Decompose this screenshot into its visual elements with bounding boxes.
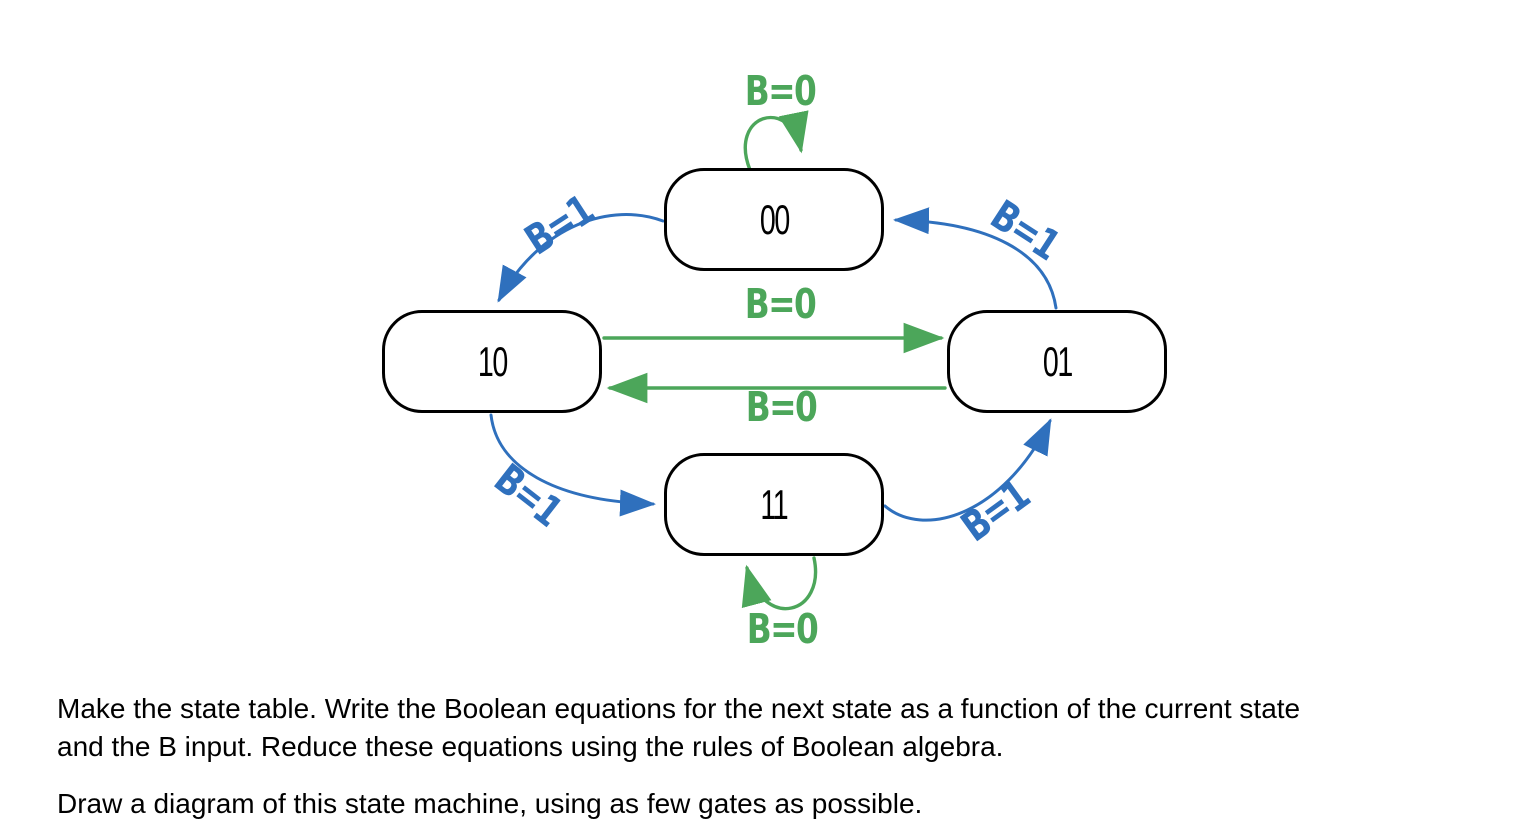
state-machine-diagram: 00 10 01 11 B=0 B=0 B=0 B=0 B=1 B=1 B=1 …	[382, 67, 1167, 653]
state-node-11: 11	[664, 453, 884, 556]
transition-arrow-11-to-01	[883, 418, 1052, 522]
transition-label-00-self: B=0	[744, 67, 817, 115]
state-node-00: 00	[664, 168, 884, 271]
transition-label-01-to-10: B=0	[745, 383, 818, 431]
state-label-01: 01	[1042, 337, 1072, 385]
state-label-00: 00	[759, 195, 789, 243]
transition-arrow-00-self-loop	[743, 110, 809, 172]
instructions-paragraph1-line1: Make the state table. Write the Boolean …	[57, 693, 1301, 724]
state-node-01: 01	[947, 310, 1167, 413]
state-label-10: 10	[477, 337, 507, 385]
transition-arrow-11-self-loop	[741, 556, 818, 611]
transition-label-10-to-01: B=0	[744, 280, 817, 328]
instructions-paragraph2: Draw a diagram of this state machine, us…	[57, 788, 923, 819]
transition-label-11-self: B=0	[746, 605, 819, 653]
transition-arrow-01-to-00	[893, 207, 1058, 310]
transition-arrow-00-to-10	[497, 213, 665, 303]
transition-arrows-layer	[489, 110, 1058, 611]
instructions-block: Make the state table. Write the Boolean …	[57, 690, 1507, 823]
state-node-10: 10	[382, 310, 602, 413]
transition-arrow-10-to-11	[489, 413, 656, 517]
state-label-11: 11	[760, 480, 789, 528]
instructions-paragraph1-line2: and the B input. Reduce these equations …	[57, 731, 1004, 762]
